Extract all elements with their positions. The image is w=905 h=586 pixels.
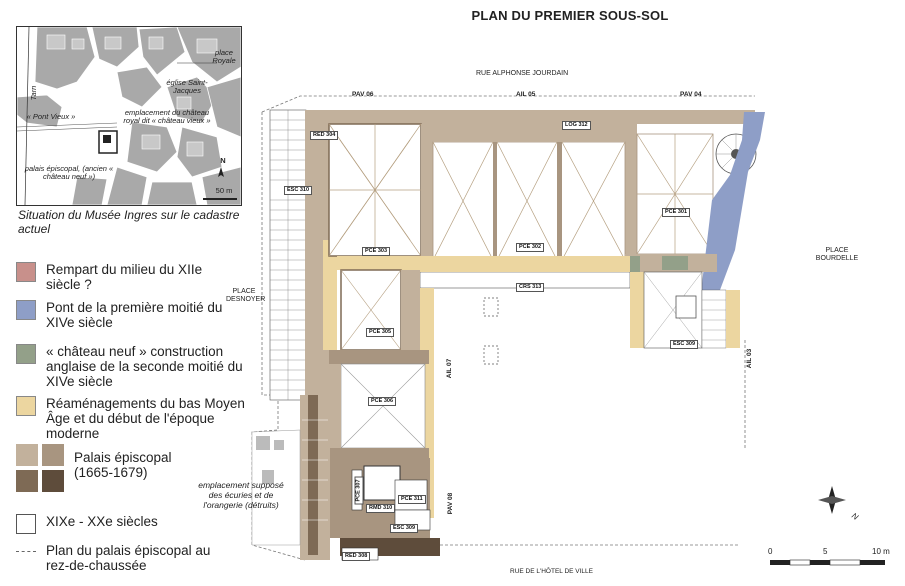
place-bourdelle: PLACE BOURDELLE <box>815 247 859 262</box>
wing-pav04: PAV 04 <box>680 91 702 98</box>
wing-ail03: AIL 03 <box>746 348 754 369</box>
place-desnoyer: PLACE DESNOYER <box>226 288 266 303</box>
wing-ail05: AIL 05 <box>516 91 536 98</box>
room-pce306: PCE 306 <box>368 397 397 406</box>
north-wall <box>305 110 755 124</box>
inset-north-label: N <box>220 156 226 165</box>
legend-label: Pont de la première moitié du XIVe siècl… <box>46 300 223 330</box>
inset-label-chateau: emplacement du château royal dit « châte… <box>123 108 211 125</box>
inset-caption: Situation du Musée Ingres sur le cadastr… <box>18 208 240 236</box>
inset-scale-label: 50 m <box>215 186 233 195</box>
legend-item-plan-rdc: Plan du palais épiscopal au rez-de-chaus… <box>16 543 236 573</box>
pont-xive <box>700 112 765 300</box>
legend-item-pont: Pont de la première moitié du XIVe siècl… <box>16 300 226 330</box>
room-pce305: PCE 305 <box>366 328 395 337</box>
scale-label-0: 0 <box>768 547 773 556</box>
cadastre-inset-map: Tarn « Pont Vieux » place Royale église … <box>16 26 242 206</box>
legend-swatch-reamenagements <box>16 396 36 416</box>
legend-label: XIXe - XXe siècles <box>46 514 158 529</box>
legend-swatch-dashed-line <box>16 551 36 564</box>
room-crs313: CRS 313 <box>516 283 545 292</box>
inset-map-drawing <box>17 27 241 205</box>
legend-item-rempart: Rempart du milieu du XIIe siècle ? <box>16 262 216 292</box>
scale-label-10: 10 m <box>872 547 890 556</box>
room-rmd310: RMD 310 <box>366 504 396 513</box>
legend-label: Rempart du milieu du XIIe siècle ? <box>46 262 203 292</box>
street-south: RUE DE L'HÔTEL DE VILLE <box>510 568 593 575</box>
ground-floor-outline <box>251 95 755 561</box>
legend-swatch-rempart <box>16 262 36 282</box>
legend-item-chateau-neuf: « château neuf » construction anglaise d… <box>16 344 246 389</box>
inset-label-eglise: église Saint-Jacques <box>166 78 208 95</box>
room-red308: RED 308 <box>342 552 371 561</box>
legend-item-reamenagements: Réaménagements du bas Moyen Âge et du dé… <box>16 396 246 441</box>
inset-label-place-royale: place Royale <box>212 48 236 65</box>
scale-bar <box>770 559 885 566</box>
legend-swatch-xixe <box>16 514 36 534</box>
legend-swatch-pont <box>16 300 36 320</box>
room-pce303: PCE 303 <box>362 247 391 256</box>
room-esc310: ESC 310 <box>284 186 313 195</box>
room-red304: RED 304 <box>310 131 339 140</box>
legend-item-palais: Palais épiscopal (1665-1679) <box>16 444 204 492</box>
room-esc309: ESC 309 <box>670 340 699 349</box>
room-esc309b: ESC 309 <box>390 524 419 533</box>
wing-ail07: AIL 07 <box>446 358 454 379</box>
street-north: RUE ALPHONSE JOURDAIN <box>476 70 569 77</box>
scale-label-5: 5 <box>823 547 828 556</box>
room-pce302: PCE 302 <box>516 243 545 252</box>
wing-pav08: PAV 08 <box>447 492 455 515</box>
legend-label: Palais épiscopal (1665-1679) <box>74 450 172 480</box>
page-title: PLAN DU PREMIER SOUS-SOL <box>471 8 669 23</box>
legend-label: Plan du palais épiscopal au rez-de-chaus… <box>46 543 211 573</box>
legend-label: « château neuf » construction anglaise d… <box>46 344 243 389</box>
ecuries-annotation: emplacement supposé des écuries et de l'… <box>198 480 284 510</box>
inset-label-palais: palais épiscopal, (ancien « château neuf… <box>24 164 114 181</box>
inset-label-pont-vieux: « Pont Vieux » <box>26 112 76 121</box>
room-log312: LOG 312 <box>562 121 591 130</box>
legend-swatch-chateau-neuf <box>16 344 36 364</box>
legend-label: Réaménagements du bas Moyen Âge et du dé… <box>46 396 245 441</box>
room-pce301: PCE 301 <box>662 208 691 217</box>
room-pce311: PCE 311 <box>398 495 426 504</box>
north-arrow-icon <box>818 486 846 514</box>
wing-pav06: PAV 06 <box>352 91 374 98</box>
legend-item-xixe: XIXe - XXe siècles <box>16 514 158 534</box>
inset-north-arrow <box>218 167 224 177</box>
room-pce307: PCE 307 <box>354 476 364 505</box>
legend-swatch-palais <box>16 444 64 492</box>
